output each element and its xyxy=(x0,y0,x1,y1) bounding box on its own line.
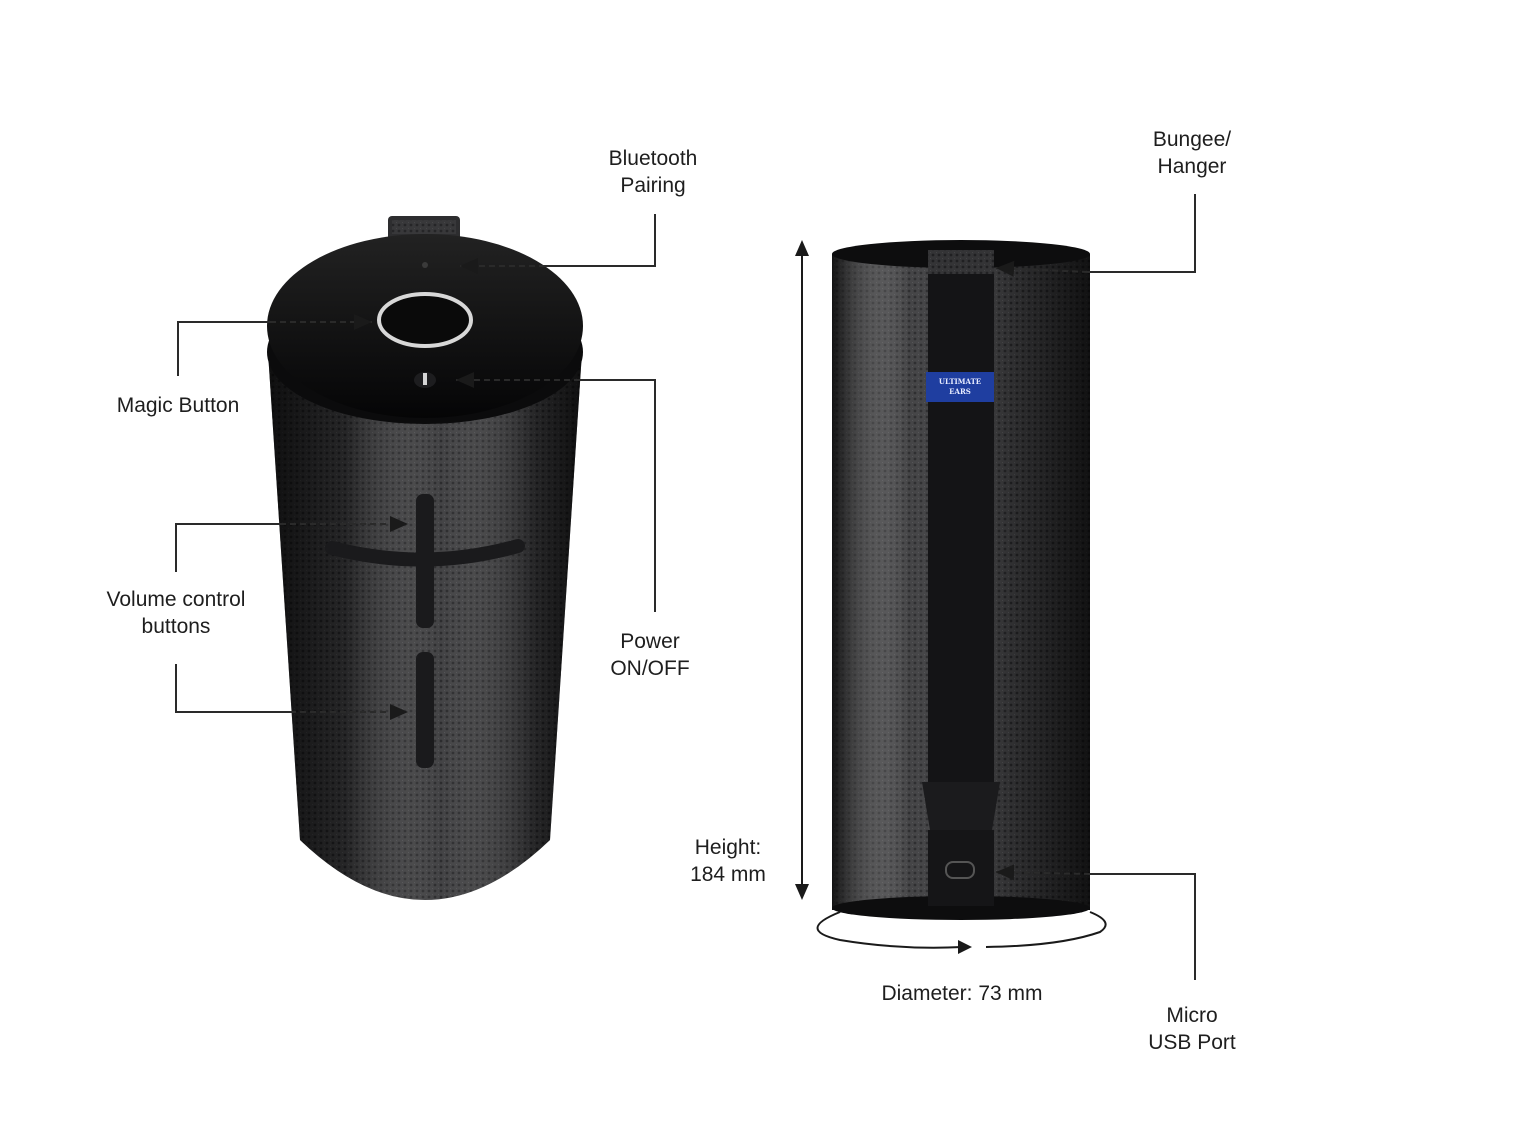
left-speaker xyxy=(267,216,583,900)
right-speaker: ULTIMATE EARS xyxy=(832,240,1090,920)
diameter-dimension xyxy=(816,911,1107,954)
brand-badge-line-2: EARS xyxy=(949,387,971,396)
label-bluetooth-pairing: Bluetooth Pairing xyxy=(608,147,698,197)
label-power: Power ON/OFF xyxy=(610,630,690,680)
brand-badge-line-1: ULTIMATE xyxy=(939,377,981,386)
leader-bungee xyxy=(1088,194,1196,273)
bluetooth-pairing-button xyxy=(422,262,428,268)
magic-button-ring xyxy=(377,292,473,348)
leader-bluetooth xyxy=(545,214,656,267)
leader-magic-button xyxy=(177,321,270,376)
volume-plus-icon xyxy=(416,494,434,628)
height-dimension xyxy=(795,240,809,900)
volume-minus-icon xyxy=(416,652,434,768)
leader-usb xyxy=(1090,873,1196,980)
label-bungee-hanger: Bungee/ Hanger xyxy=(1152,128,1232,178)
bottom-rim xyxy=(832,896,1090,920)
leader-power xyxy=(580,379,656,612)
leader-lines xyxy=(175,194,1196,980)
bungee-strap xyxy=(928,268,994,788)
leader-volume-down xyxy=(175,664,290,713)
leader-volume-up xyxy=(175,523,280,572)
brand-badge xyxy=(926,372,994,402)
label-volume-control: Volume control buttons xyxy=(106,588,246,638)
strap-clip xyxy=(922,782,1000,830)
micro-usb-port xyxy=(945,861,975,879)
label-diameter: Diameter: 73 mm xyxy=(881,982,1043,1005)
label-magic-button: Magic Button xyxy=(116,394,240,417)
label-height: Height: 184 mm xyxy=(690,836,766,886)
label-micro-usb: Micro USB Port xyxy=(1148,1004,1236,1054)
